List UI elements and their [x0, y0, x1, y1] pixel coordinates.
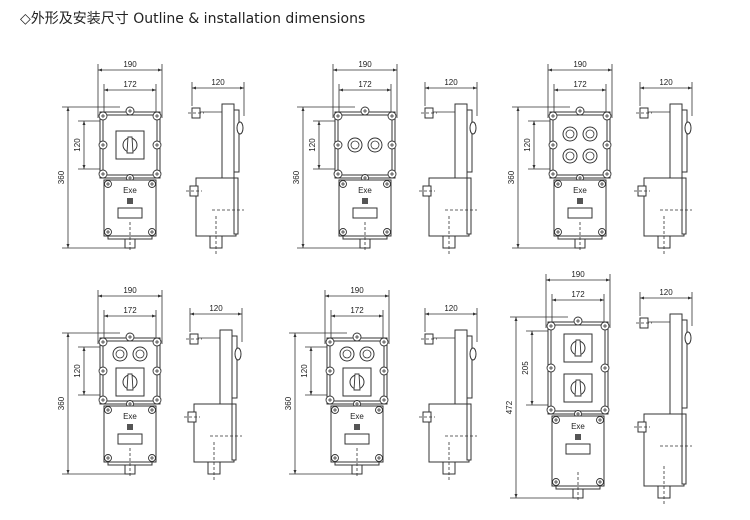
- dimension-inner-width: 172: [358, 80, 372, 89]
- side-button-icon: [236, 121, 244, 135]
- ex-mark-icon: [362, 198, 368, 204]
- dimension-outer-width: 190: [123, 60, 137, 69]
- nameplate: [567, 207, 593, 219]
- dimension-outer-width: 190: [358, 60, 372, 69]
- dimension-total-height: 360: [57, 396, 66, 410]
- dimension-inner-width: 172: [123, 306, 137, 315]
- knob-handle: [126, 373, 134, 391]
- dimension-depth: 120: [209, 304, 223, 313]
- nameplate: [117, 207, 143, 219]
- dimension-inner-width: 172: [571, 290, 585, 299]
- dimension-mount-spacing: 120: [73, 138, 82, 152]
- exe-label: Exe: [123, 412, 137, 421]
- exe-label: Exe: [571, 422, 585, 431]
- ex-mark-icon: [354, 424, 360, 430]
- side-cover-plate: [454, 329, 468, 407]
- side-lower-edge: [681, 177, 687, 235]
- nameplate: [344, 433, 370, 445]
- section-title: ◇外形及安装尺寸 Outline & installation dimensio…: [20, 11, 366, 27]
- nameplate: [565, 443, 591, 455]
- ex-mark-icon: [127, 198, 133, 204]
- ex-mark-icon: [127, 424, 133, 430]
- push-button-icon: [565, 151, 575, 161]
- exe-label: Exe: [350, 412, 364, 421]
- push-button-icon: [370, 140, 380, 150]
- dimension-mount-spacing: 120: [523, 138, 532, 152]
- dimension-outer-width: 190: [571, 270, 585, 279]
- dimension-mount-spacing: 120: [300, 364, 309, 378]
- side-cover-plate: [669, 313, 683, 417]
- dimension-total-height: 360: [292, 170, 301, 184]
- nameplate: [117, 433, 143, 445]
- push-button-icon: [135, 349, 145, 359]
- push-button-icon: [342, 349, 352, 359]
- side-lower-edge: [681, 413, 687, 485]
- side-lower-edge: [466, 177, 472, 235]
- dimension-inner-width: 172: [350, 306, 364, 315]
- side-cover-plate: [454, 103, 468, 181]
- side-button-icon: [469, 347, 477, 361]
- front-upper-cover: [337, 114, 393, 176]
- ex-mark-icon: [575, 434, 581, 440]
- dimension-outer-width: 190: [573, 60, 587, 69]
- push-button-icon: [565, 129, 575, 139]
- dimension-total-height: 360: [507, 170, 516, 184]
- push-button-icon: [585, 151, 595, 161]
- dimension-inner-width: 172: [573, 80, 587, 89]
- side-cover-edge: [466, 335, 473, 399]
- dimension-mount-spacing: 120: [73, 364, 82, 378]
- side-lower-body: [643, 413, 685, 487]
- exe-label: Exe: [573, 186, 587, 195]
- dimension-mount-spacing: 205: [521, 361, 530, 375]
- dimension-depth: 120: [211, 78, 225, 87]
- ex-mark-icon: [577, 198, 583, 204]
- knob-handle: [574, 379, 582, 397]
- push-button-icon: [350, 140, 360, 150]
- side-cover-edge: [231, 335, 238, 399]
- side-lower-edge: [233, 177, 239, 235]
- side-lower-edge: [466, 403, 472, 461]
- push-button-icon: [115, 349, 125, 359]
- exe-label: Exe: [123, 186, 137, 195]
- side-cover-edge: [466, 109, 473, 173]
- dimension-outer-width: 190: [123, 286, 137, 295]
- push-button-icon: [585, 129, 595, 139]
- side-button-icon: [234, 347, 242, 361]
- side-button-icon: [684, 331, 692, 345]
- dimension-total-height: 360: [57, 170, 66, 184]
- side-button-icon: [684, 121, 692, 135]
- dimension-total-height: 360: [284, 396, 293, 410]
- side-cover-edge: [681, 109, 688, 173]
- side-lower-edge: [231, 403, 237, 461]
- side-cover-edge: [233, 109, 240, 173]
- side-button-icon: [469, 121, 477, 135]
- dimension-depth: 120: [659, 78, 673, 87]
- side-cover-edge: [681, 319, 688, 409]
- side-cover-plate: [669, 103, 683, 181]
- dimension-depth: 120: [444, 78, 458, 87]
- dimension-total-height: 472: [505, 400, 514, 414]
- dimension-outer-width: 190: [350, 286, 364, 295]
- knob-handle: [126, 136, 134, 154]
- nameplate: [352, 207, 378, 219]
- side-cover-plate: [221, 103, 235, 181]
- dimension-inner-width: 172: [123, 80, 137, 89]
- knob-handle: [353, 373, 361, 391]
- dimension-depth: 120: [659, 288, 673, 297]
- side-cover-plate: [219, 329, 233, 407]
- dimension-mount-spacing: 120: [308, 138, 317, 152]
- knob-handle: [574, 339, 582, 357]
- exe-label: Exe: [358, 186, 372, 195]
- push-button-icon: [362, 349, 372, 359]
- dimension-depth: 120: [444, 304, 458, 313]
- front-upper-cover: [552, 114, 608, 176]
